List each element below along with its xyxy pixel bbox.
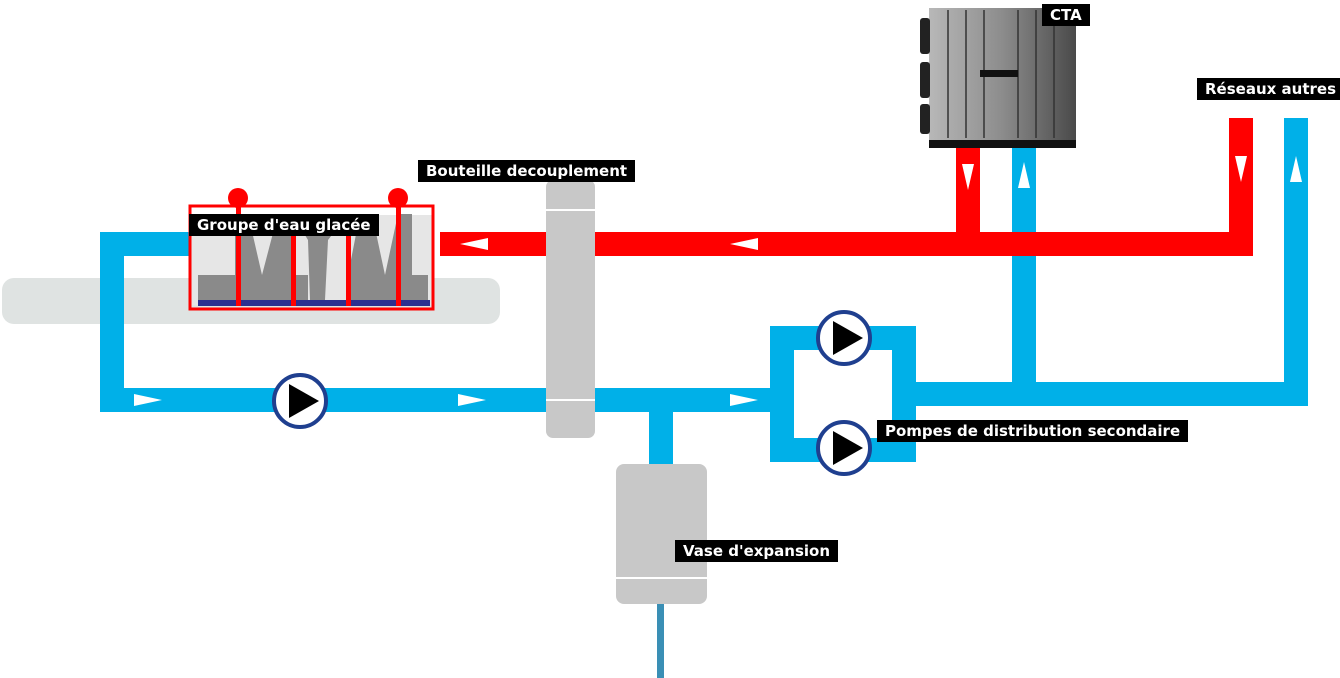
flow-arrows <box>134 156 1302 406</box>
cta-label: CTA <box>1042 4 1090 26</box>
pompe-secondaire-haut <box>816 310 872 366</box>
pompes-distribution-secondaire-label: Pompes de distribution secondaire <box>877 420 1189 442</box>
hot-water-pipes <box>440 118 1253 256</box>
flow-arrow-up <box>1290 156 1302 182</box>
vase-expansion-label: Vase d'expansion <box>675 540 839 562</box>
cta-unit <box>920 8 1076 148</box>
cold-pipe-left-top <box>100 232 192 256</box>
flow-arrow-down <box>1235 156 1247 182</box>
flow-arrow-right <box>458 394 486 406</box>
hot-pipe-cta-drop <box>956 146 980 246</box>
cold-pipe-left-vertical <box>100 232 124 412</box>
flow-arrow-right <box>134 394 162 406</box>
flow-arrow-left <box>460 238 488 250</box>
vase-expansion <box>616 464 707 678</box>
expansion-drain-pipe <box>657 604 664 678</box>
pompe-secondaire-bas <box>816 420 872 476</box>
hot-pipe-main-left <box>440 232 546 256</box>
flow-arrow-up <box>1018 162 1030 188</box>
groupe-eau-glacee-label: Groupe d'eau glacée <box>189 214 379 236</box>
flow-arrow-left <box>730 238 758 250</box>
bouteille-decouplement <box>546 180 595 438</box>
reseaux-autres-label: Réseaux autres <box>1197 78 1340 100</box>
bouteille-decouplement-label: Bouteille decouplement <box>418 160 636 182</box>
cold-pipe-expansion-drop <box>649 388 673 466</box>
flow-arrow-down <box>962 164 974 190</box>
hot-pipe-main-right <box>595 232 1253 256</box>
flow-arrow-right <box>730 394 758 406</box>
groupe-eau-glacee <box>188 188 435 311</box>
pompe-primaire <box>272 373 328 429</box>
cold-pipe-return-main <box>892 382 1308 406</box>
